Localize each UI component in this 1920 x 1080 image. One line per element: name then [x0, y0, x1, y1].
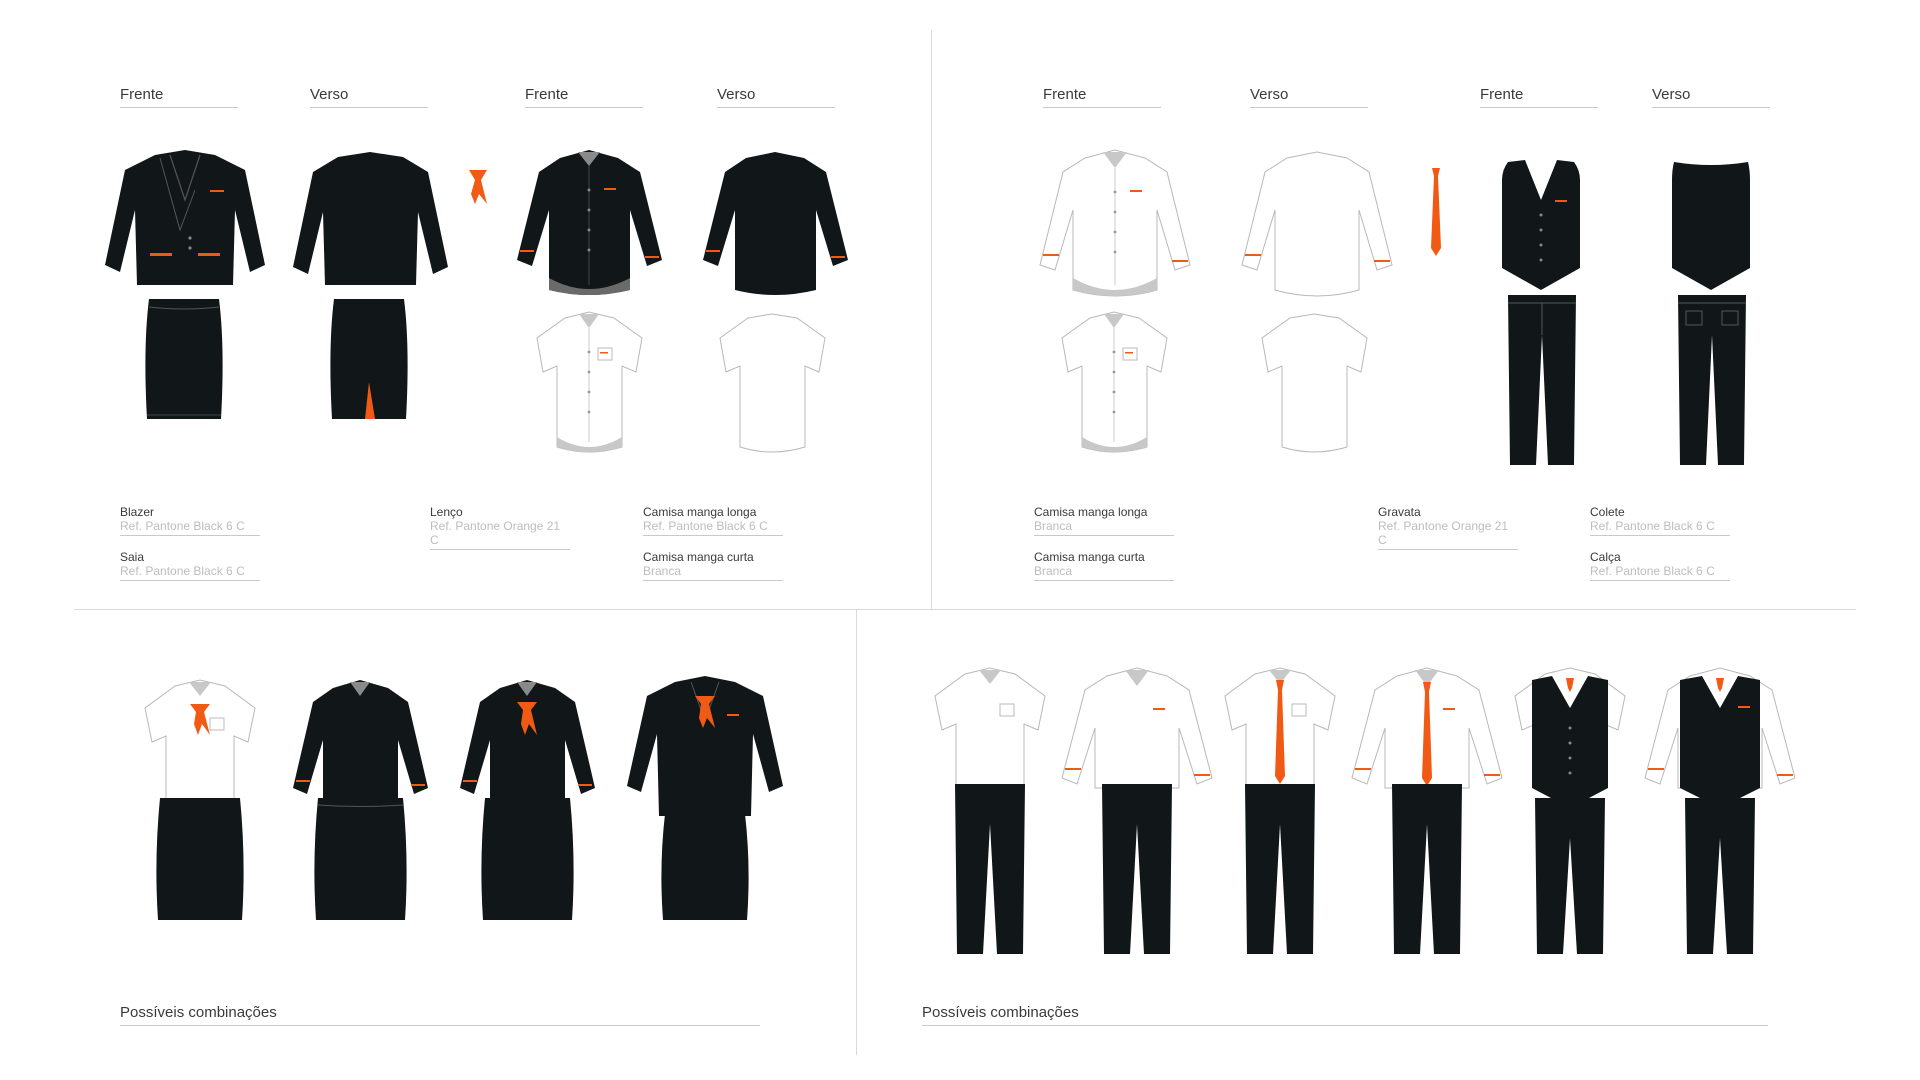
combination-illustration — [1224, 667, 1336, 954]
view-label-back: Verso — [717, 86, 835, 108]
spec-name: Colete — [1590, 505, 1625, 519]
scarf-illustration — [469, 170, 487, 204]
spec-ref: Ref. Pantone Black 6 C — [120, 519, 260, 536]
black-long-shirt-front-illustration — [517, 150, 662, 295]
view-label-back: Verso — [1652, 86, 1770, 108]
pants-front-illustration — [1508, 295, 1576, 465]
view-label-front: Frente — [1043, 86, 1161, 108]
combination-illustration — [460, 680, 595, 920]
blazer-front-illustration — [105, 150, 265, 285]
vest-front-illustration — [1502, 160, 1580, 290]
spec-ref: Ref. Pantone Black 6 C — [120, 564, 260, 581]
combination-illustration — [1351, 667, 1503, 954]
combination-illustration — [1644, 667, 1796, 954]
spec-camisa-curta: Camisa manga curta Branca — [643, 550, 783, 581]
vest-back-illustration — [1672, 162, 1750, 290]
spec-name: Camisa manga longa — [1034, 505, 1148, 519]
combinations-title: Possíveis combinações — [922, 1004, 1768, 1026]
combination-illustration — [1061, 667, 1213, 954]
combination-illustration — [627, 676, 783, 920]
spec-colete: Colete Ref. Pantone Black 6 C — [1590, 505, 1730, 536]
spec-camisa-longa: Camisa manga longa Branca — [1034, 505, 1174, 536]
view-label-front: Frente — [525, 86, 643, 108]
view-label-front: Frente — [1480, 86, 1598, 108]
combinations-title: Possíveis combinações — [120, 1004, 760, 1026]
vertical-divider-top — [931, 30, 932, 610]
view-label-front: Frente — [120, 86, 238, 108]
spec-ref: Branca — [1034, 564, 1174, 581]
spec-camisa-curta: Camisa manga curta Branca — [1034, 550, 1174, 581]
combination-illustration — [934, 667, 1046, 954]
view-label-back: Verso — [1250, 86, 1368, 108]
combination-illustration — [293, 680, 428, 920]
white-short-shirt-front-illustration — [1061, 311, 1168, 453]
spec-name: Blazer — [120, 505, 155, 519]
vertical-divider-bottom — [856, 610, 857, 1055]
spec-name: Camisa manga curta — [1034, 550, 1145, 564]
combination-illustration — [1514, 667, 1626, 954]
spec-ref: Ref. Pantone Orange 21 C — [1378, 519, 1518, 550]
black-long-shirt-back-illustration — [703, 152, 848, 295]
spec-ref: Ref. Pantone Black 6 C — [1590, 564, 1730, 581]
white-short-shirt-back-illustration — [719, 313, 826, 453]
skirt-back-illustration — [330, 299, 408, 419]
white-long-shirt-front-illustration — [1039, 149, 1191, 297]
white-long-shirt-back-illustration — [1241, 151, 1393, 297]
spec-name: Calça — [1590, 550, 1621, 564]
spec-lenco: Lenço Ref. Pantone Orange 21 C — [430, 505, 570, 550]
tie-illustration — [1431, 168, 1441, 256]
spec-ref: Branca — [1034, 519, 1174, 536]
white-short-shirt-front-illustration — [536, 311, 643, 453]
spec-name: Lenço — [430, 505, 463, 519]
spec-ref: Ref. Pantone Orange 21 C — [430, 519, 570, 550]
spec-ref: Ref. Pantone Black 6 C — [1590, 519, 1730, 536]
spec-gravata: Gravata Ref. Pantone Orange 21 C — [1378, 505, 1518, 550]
blazer-back-illustration — [293, 152, 448, 285]
skirt-front-illustration — [145, 299, 223, 419]
spec-calca: Calça Ref. Pantone Black 6 C — [1590, 550, 1730, 581]
white-short-shirt-back-illustration — [1261, 313, 1368, 453]
spec-ref: Ref. Pantone Black 6 C — [643, 519, 783, 536]
horizontal-divider — [74, 609, 1856, 610]
spec-name: Gravata — [1378, 505, 1421, 519]
pants-back-illustration — [1678, 295, 1746, 465]
spec-camisa-longa: Camisa manga longa Ref. Pantone Black 6 … — [643, 505, 783, 536]
spec-name: Camisa manga curta — [643, 550, 754, 564]
view-label-back: Verso — [310, 86, 428, 108]
spec-saia: Saia Ref. Pantone Black 6 C — [120, 550, 260, 581]
spec-name: Saia — [120, 550, 145, 564]
combination-illustration — [144, 679, 256, 920]
spec-blazer: Blazer Ref. Pantone Black 6 C — [120, 505, 260, 536]
spec-ref: Branca — [643, 564, 783, 581]
spec-name: Camisa manga longa — [643, 505, 757, 519]
